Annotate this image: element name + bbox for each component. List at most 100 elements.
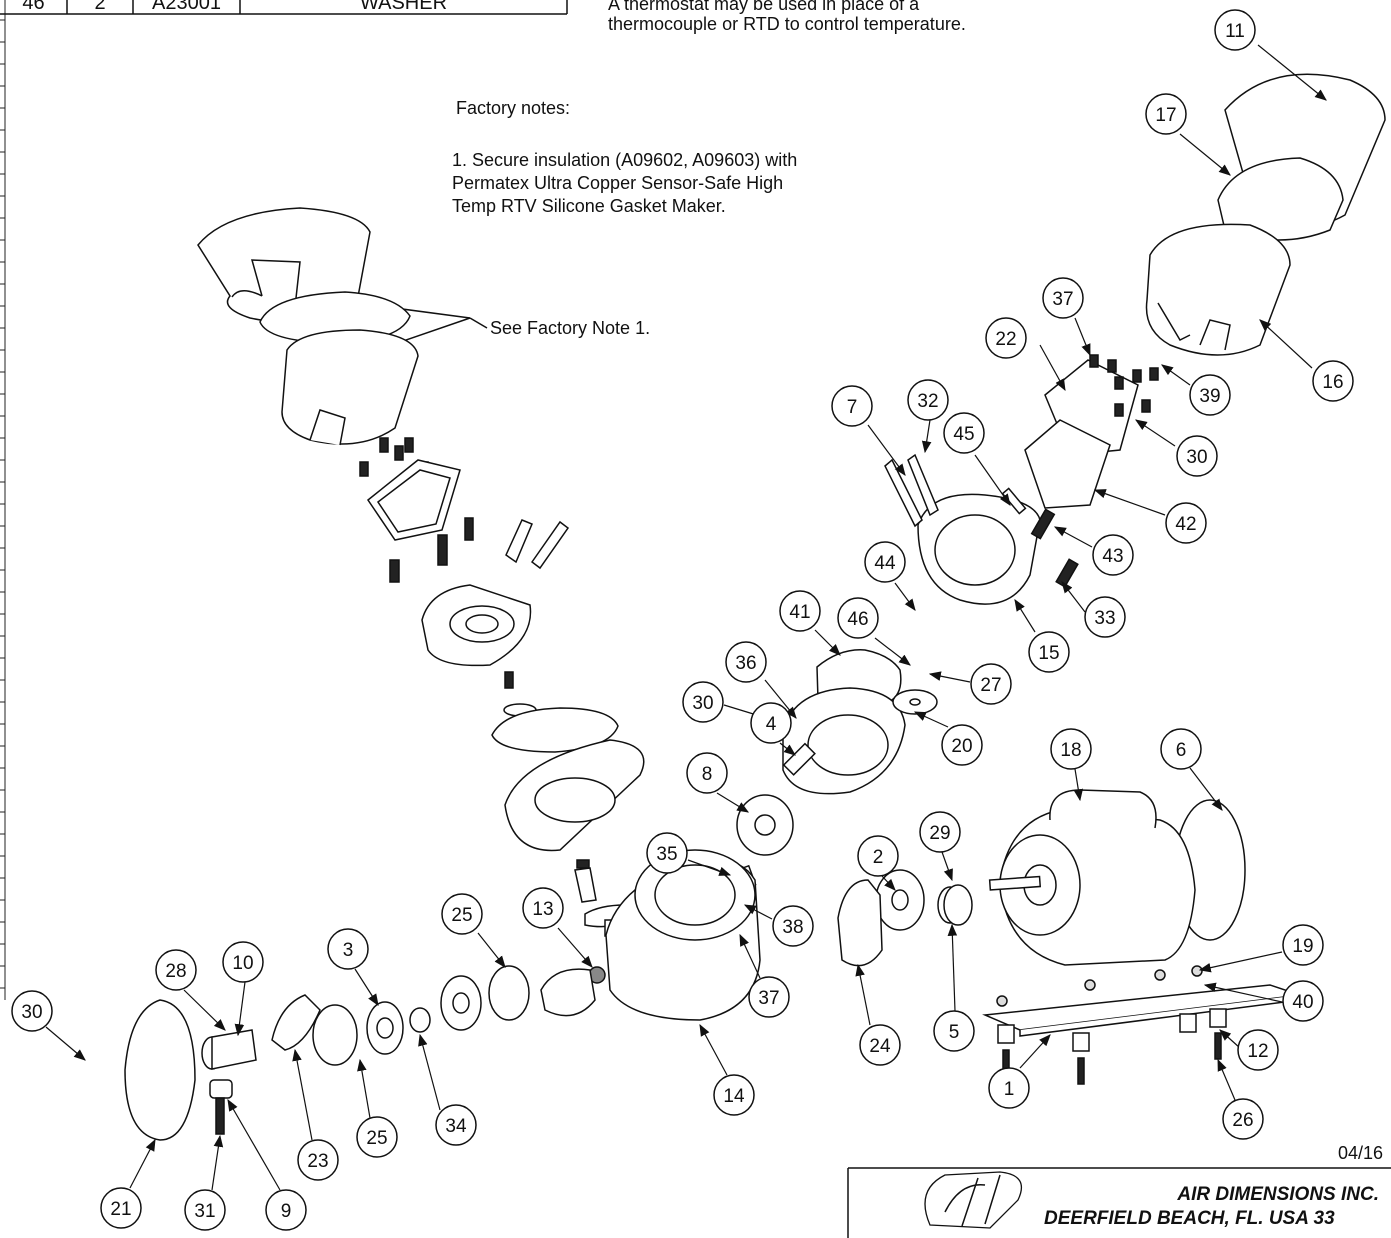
callout-number: 22 [995, 329, 1016, 350]
callout-11: 11 [1214, 9, 1256, 51]
callout-26: 26 [1222, 1098, 1264, 1140]
callout-30: 30 [11, 990, 53, 1032]
title-block [847, 1167, 1391, 1238]
callout-25: 25 [441, 893, 483, 935]
table-item-cell: 46 [22, 0, 45, 14]
callout-17: 17 [1145, 93, 1187, 135]
callout-7: 7 [831, 385, 873, 427]
callout-16: 16 [1312, 360, 1354, 402]
callout-number: 23 [307, 1151, 328, 1172]
callout-27: 27 [970, 663, 1012, 705]
callout-18: 18 [1050, 728, 1092, 770]
callout-number: 40 [1292, 992, 1313, 1013]
callout-8: 8 [686, 752, 728, 794]
callout-number: 20 [951, 736, 972, 757]
callout-19: 19 [1282, 924, 1324, 966]
callout-35: 35 [646, 832, 688, 874]
callout-number: 8 [702, 764, 713, 785]
callout-number: 38 [782, 917, 803, 938]
callout-number: 16 [1322, 372, 1343, 393]
callout-41: 41 [779, 590, 821, 632]
factory-note-1-line-2: Permatex Ultra Copper Sensor-Safe High [452, 173, 784, 193]
callout-12: 12 [1237, 1029, 1279, 1071]
table-qty-cell: 2 [94, 0, 106, 14]
callout-number: 9 [281, 1201, 292, 1222]
thermostat-note-line-1: A thermostat may be used in place of a [608, 0, 920, 14]
callout-number: 30 [21, 1002, 42, 1023]
callout-9: 9 [265, 1189, 307, 1231]
callout-number: 44 [874, 553, 896, 574]
factory-note-1-line-3: Temp RTV Silicone Gasket Maker. [452, 196, 726, 216]
callout-number: 39 [1199, 386, 1220, 407]
callout-number: 41 [789, 602, 810, 623]
thermostat-note-line-2: thermocouple or RTD to control temperatu… [608, 14, 966, 34]
callout-number: 30 [1186, 447, 1207, 468]
parts-table [0, 0, 568, 15]
left-border-ruler [0, 0, 6, 1000]
callout-23: 23 [297, 1139, 339, 1181]
callout-24: 24 [859, 1024, 901, 1066]
callout-number: 12 [1247, 1041, 1268, 1062]
callout-43: 43 [1092, 534, 1134, 576]
callout-number: 19 [1292, 936, 1313, 957]
factory-notes-heading: Factory notes: [456, 98, 571, 118]
callout-10: 10 [222, 941, 264, 983]
callout-number: 21 [110, 1199, 131, 1220]
callout-28: 28 [155, 949, 197, 991]
callout-number: 10 [232, 953, 253, 974]
motor-assembly [837, 789, 1301, 1085]
callout-40: 40 [1282, 980, 1324, 1022]
callout-37: 37 [1042, 277, 1084, 319]
callout-number: 30 [692, 693, 713, 714]
callout-3: 3 [327, 928, 369, 970]
callout-37: 37 [748, 976, 790, 1018]
callout-number: 29 [929, 823, 950, 844]
callout-number: 4 [766, 714, 777, 735]
callout-number: 13 [532, 899, 553, 920]
callout-number: 3 [343, 940, 354, 961]
callout-30: 30 [682, 681, 724, 723]
callout-number: 28 [165, 961, 186, 982]
callout-33: 33 [1084, 596, 1126, 638]
table-part-number-cell: A23001 [152, 0, 221, 14]
callout-number: 25 [366, 1128, 387, 1149]
callout-2: 2 [857, 835, 899, 877]
callout-number: 24 [869, 1036, 891, 1057]
table-description-cell: WASHER [359, 0, 448, 14]
revision-date: 04/16 [1338, 1143, 1384, 1163]
callout-number: 6 [1176, 740, 1187, 761]
callout-number: 27 [980, 675, 1001, 696]
callout-number: 37 [758, 988, 779, 1009]
callout-number: 25 [451, 905, 472, 926]
upper-right-assembly [884, 73, 1386, 605]
callout-number: 33 [1094, 608, 1115, 629]
upper-left-assembly [197, 207, 645, 937]
callout-number: 46 [847, 609, 868, 630]
callout-number: 26 [1232, 1110, 1253, 1131]
callout-number: 5 [949, 1022, 960, 1043]
callout-15: 15 [1028, 631, 1070, 673]
callout-number: 34 [445, 1116, 467, 1137]
callout-number: 2 [873, 847, 884, 868]
callout-31: 31 [184, 1189, 226, 1231]
callout-number: 11 [1225, 21, 1245, 42]
callout-32: 32 [907, 379, 949, 421]
callout-14: 14 [713, 1074, 755, 1116]
callout-number: 43 [1102, 546, 1123, 567]
callout-38: 38 [772, 905, 814, 947]
callout-number: 32 [917, 391, 938, 412]
callout-46: 46 [837, 597, 879, 639]
callout-25: 25 [356, 1116, 398, 1158]
callout-number: 36 [735, 653, 756, 674]
callout-13: 13 [522, 887, 564, 929]
callout-39: 39 [1189, 374, 1231, 416]
callout-20: 20 [941, 724, 983, 766]
callout-number: 42 [1175, 514, 1196, 535]
company-name: AIR DIMENSIONS INC. [1177, 1184, 1379, 1205]
callout-number: 45 [953, 424, 974, 445]
callout-22: 22 [985, 317, 1027, 359]
callout-6: 6 [1160, 728, 1202, 770]
callout-number: 17 [1155, 105, 1176, 126]
callout-4: 4 [750, 702, 792, 744]
